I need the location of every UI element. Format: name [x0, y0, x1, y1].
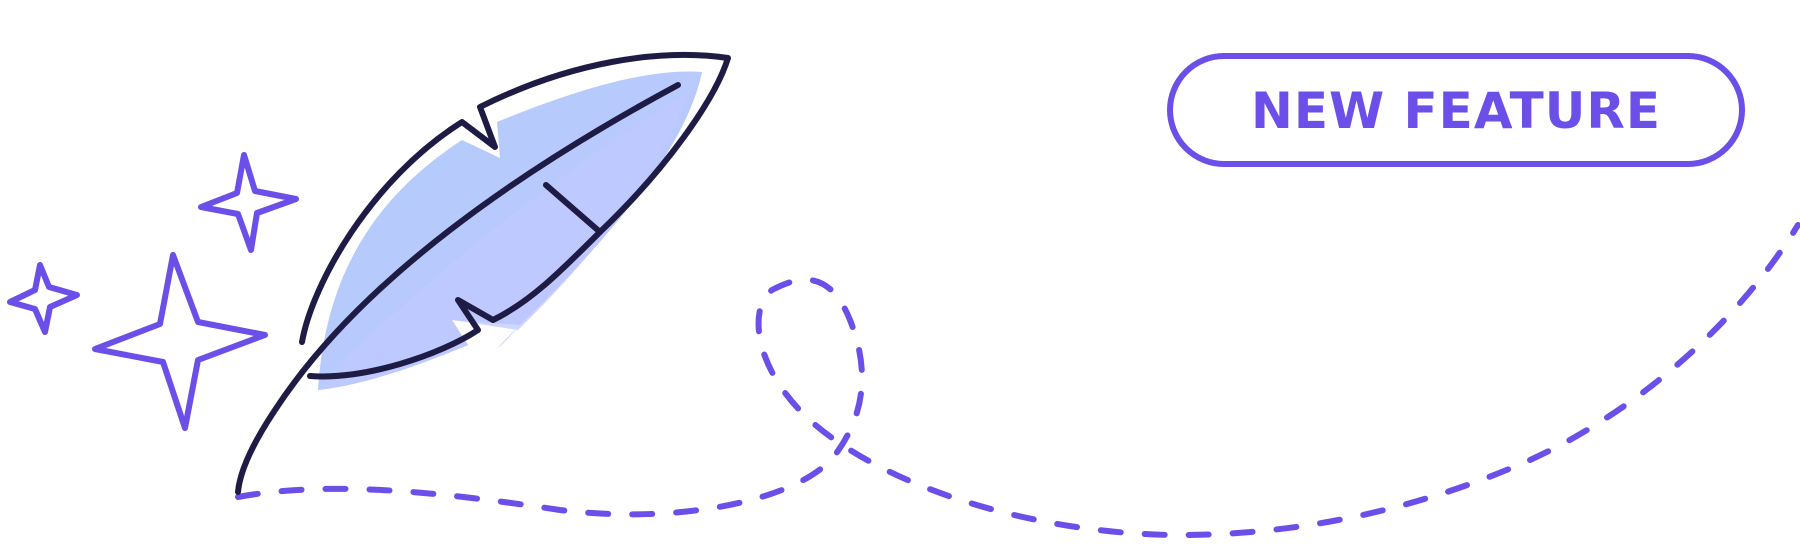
sparkle-medium-icon [198, 152, 299, 253]
feather-shaft [235, 82, 681, 495]
new-feature-badge: NEW FEATURE [1167, 53, 1745, 167]
badge-label: NEW FEATURE [1251, 82, 1661, 140]
sparkle-large-icon [92, 252, 268, 431]
dashed-trail [235, 222, 1800, 539]
feather-outline [299, 51, 731, 380]
feather-barb [543, 182, 603, 235]
sparkle-small-icon [7, 262, 80, 335]
badge-pill [1167, 53, 1745, 167]
feather-fill-lower [318, 90, 690, 390]
sparkles-icon [7, 152, 299, 431]
feather-quill-icon [235, 51, 731, 495]
